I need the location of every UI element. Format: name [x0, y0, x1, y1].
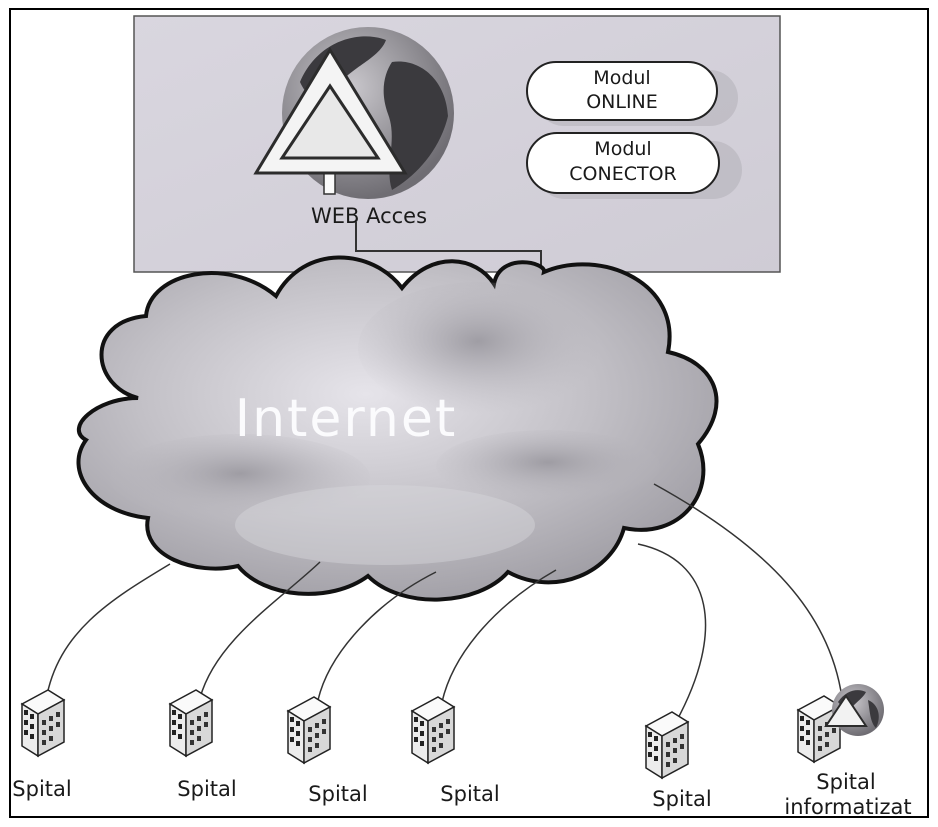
hospital-label-2: Spital: [177, 777, 236, 801]
link-hospital-1: [45, 563, 171, 701]
hospital-building-icon-3[interactable]: [287, 696, 331, 764]
cloud-highlight: [235, 485, 535, 565]
hospital-label-6-line1: Spital: [816, 770, 875, 794]
hospital-label-1: Spital: [12, 777, 71, 801]
globe-with-warning-triangle-icon: [253, 27, 454, 199]
hospital-building-icon-4[interactable]: [411, 696, 455, 764]
link-hospital-2: [199, 561, 321, 699]
small-warning-triangle-icon: [824, 694, 868, 727]
hospital-building-icon-2[interactable]: [169, 689, 213, 757]
cloud-puff-right: [436, 430, 660, 502]
hospital-label-6-line2: informatizat: [784, 795, 911, 819]
hospital-building-icon-1[interactable]: [21, 689, 65, 757]
cloud-puff-left: [110, 434, 370, 522]
internet-cloud: [76, 255, 719, 602]
module-conector-line2: CONECTOR: [569, 163, 676, 185]
module-online-line1: Modul: [593, 67, 650, 89]
module-online-line2: ONLINE: [586, 91, 658, 113]
internet-label: Internet: [235, 389, 457, 449]
office-building-with-globe-icon[interactable]: [797, 684, 884, 763]
hospital-links: [45, 483, 843, 723]
cloud-puff-top: [358, 282, 598, 414]
globe-land-2: [383, 61, 448, 190]
module-online-pill[interactable]: Modul ONLINE: [526, 61, 738, 126]
module-conector-line1: Modul: [594, 138, 651, 160]
link-hospital-4: [441, 569, 557, 703]
module-conector-pill[interactable]: Modul CONECTOR: [526, 132, 742, 199]
hospital-label-5: Spital: [652, 787, 711, 811]
warning-triangle-inner: [279, 83, 381, 160]
link-hospital-6: [653, 483, 843, 699]
link-hospital-3: [317, 571, 437, 701]
hospital-label-4: Spital: [440, 782, 499, 806]
web-to-cloud-link: [355, 222, 542, 272]
hospital-label-3: Spital: [308, 782, 367, 806]
link-hospital-5: [637, 543, 707, 723]
web-access-label: WEB Acces: [311, 204, 427, 228]
hospital-building-icon-5[interactable]: [645, 711, 689, 779]
